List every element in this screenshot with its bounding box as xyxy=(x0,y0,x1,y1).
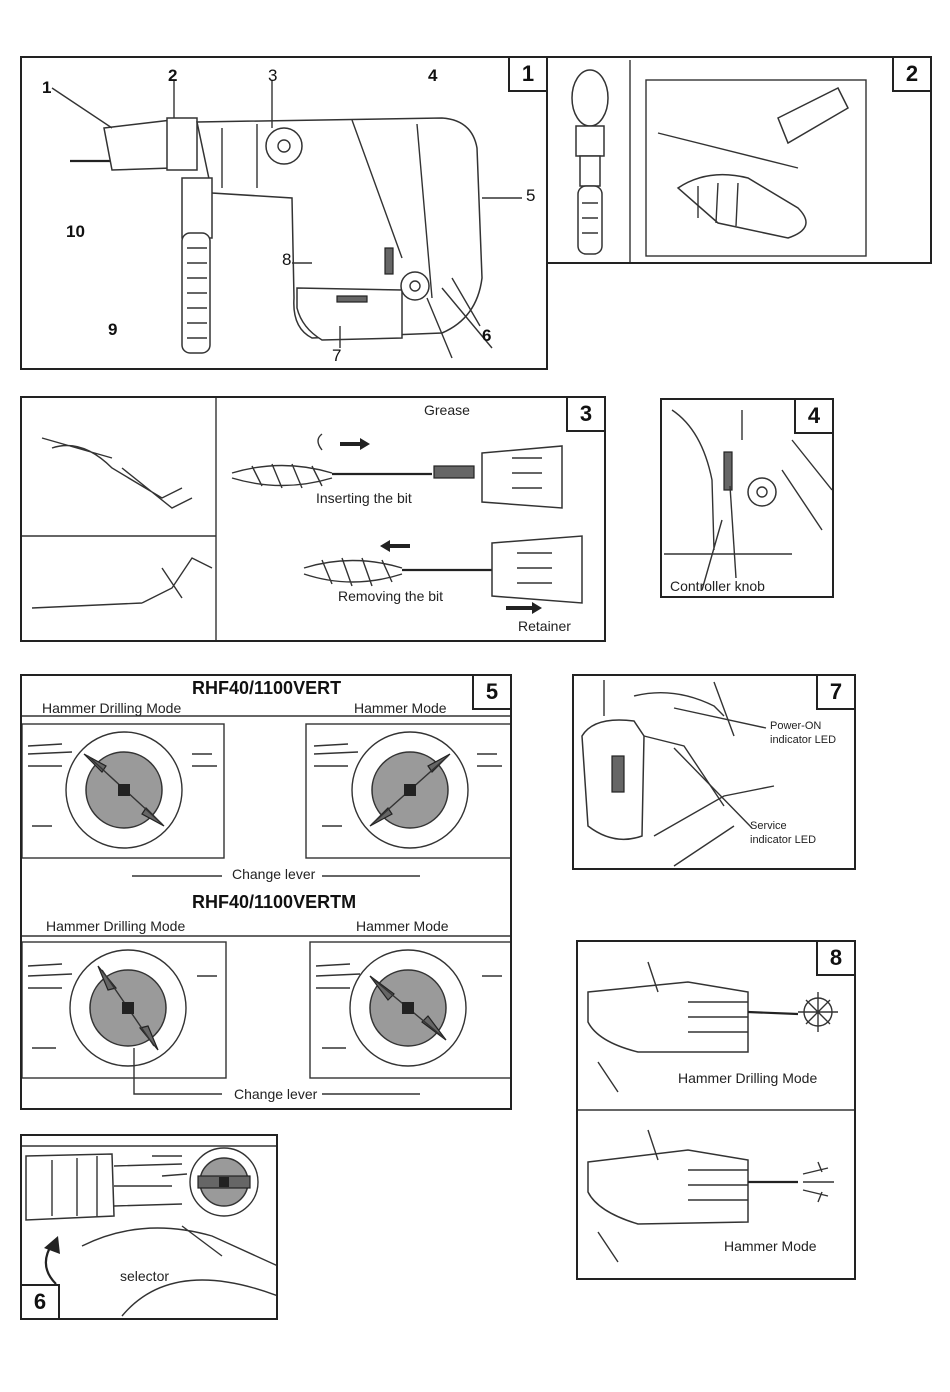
callout-2: 2 xyxy=(168,66,178,85)
panel-number: 6 xyxy=(22,1284,60,1318)
mode-dials-illustration xyxy=(22,715,510,1095)
drill-illustration xyxy=(51,80,522,359)
callout-1: 1 xyxy=(42,78,52,97)
hammer-mode-label: Hammer Mode xyxy=(724,1238,817,1254)
model-b-title: RHF40/1100VERTM xyxy=(192,892,357,912)
power-led-label-2: indicator LED xyxy=(770,734,837,746)
callout-5: 5 xyxy=(526,186,536,205)
knob-illustration xyxy=(664,409,832,591)
panel-number: 3 xyxy=(566,398,604,432)
callout-7: 7 xyxy=(332,346,342,365)
panel-6-selector: 6 selector xyxy=(20,1134,278,1320)
panel-number: 1 xyxy=(508,58,546,92)
controller-knob-label: Controller knob xyxy=(670,578,765,594)
model-a-title: RHF40/1100VERT xyxy=(192,678,342,698)
model-b-hammer-label: Hammer Mode xyxy=(356,918,449,934)
panel-number: 5 xyxy=(472,676,510,710)
retainer-label: Retainer xyxy=(518,618,571,634)
callout-4: 4 xyxy=(428,66,438,85)
handle-illustration xyxy=(571,60,867,262)
panel-number: 2 xyxy=(892,58,930,92)
service-led-label-1: Service xyxy=(750,820,787,832)
callout-8: 8 xyxy=(282,250,292,269)
callout-3: 3 xyxy=(268,66,278,85)
model-a-hammer-label: Hammer Mode xyxy=(354,700,447,716)
inserting-bit-label: Inserting the bit xyxy=(316,490,412,506)
panel-5-mode-selection: 5 RHF40/1100VERT Hammer Drilling Mode Ha… xyxy=(20,674,512,1110)
panel-3-bit-insertion: 3 Grease Inserting the bit Removing the … xyxy=(20,396,606,642)
panel-8-operation-modes: 8 Hammer Drilling Mode Hammer Mode xyxy=(576,940,856,1280)
callout-9: 9 xyxy=(108,320,118,339)
model-b-change-lever-label: Change lever xyxy=(234,1086,318,1102)
leds-illustration xyxy=(581,680,775,867)
selector-label: selector xyxy=(120,1268,170,1284)
model-b-hammer-drilling-label: Hammer Drilling Mode xyxy=(46,918,186,934)
panel-4-controller-knob: 4 Controller knob xyxy=(660,398,834,598)
model-a-hammer-drilling-label: Hammer Drilling Mode xyxy=(42,700,182,716)
bit-illustration xyxy=(22,398,583,640)
removing-bit-label: Removing the bit xyxy=(338,588,444,604)
panel-number: 4 xyxy=(794,400,832,434)
panel-number: 7 xyxy=(816,676,854,710)
hammer-drilling-mode-label: Hammer Drilling Mode xyxy=(678,1070,818,1086)
model-a-change-lever-label: Change lever xyxy=(232,866,316,882)
grease-label: Grease xyxy=(424,402,470,418)
callout-6: 6 xyxy=(482,326,492,345)
panel-number: 8 xyxy=(816,942,854,976)
selector-illustration xyxy=(22,1145,276,1317)
power-led-label-1: Power-ON xyxy=(770,720,822,732)
service-led-label-2: indicator LED xyxy=(750,834,817,846)
panel-7-indicator-leds: 7 Power-ON indicator LED Service indicat… xyxy=(572,674,856,870)
modes-illustration xyxy=(578,961,854,1263)
panel-1-tool-overview: 1 1 2 3 4 5 6 7 8 9 10 xyxy=(20,56,548,370)
callout-10: 10 xyxy=(66,222,85,241)
panel-2-auxiliary-handle: 2 xyxy=(546,56,932,264)
